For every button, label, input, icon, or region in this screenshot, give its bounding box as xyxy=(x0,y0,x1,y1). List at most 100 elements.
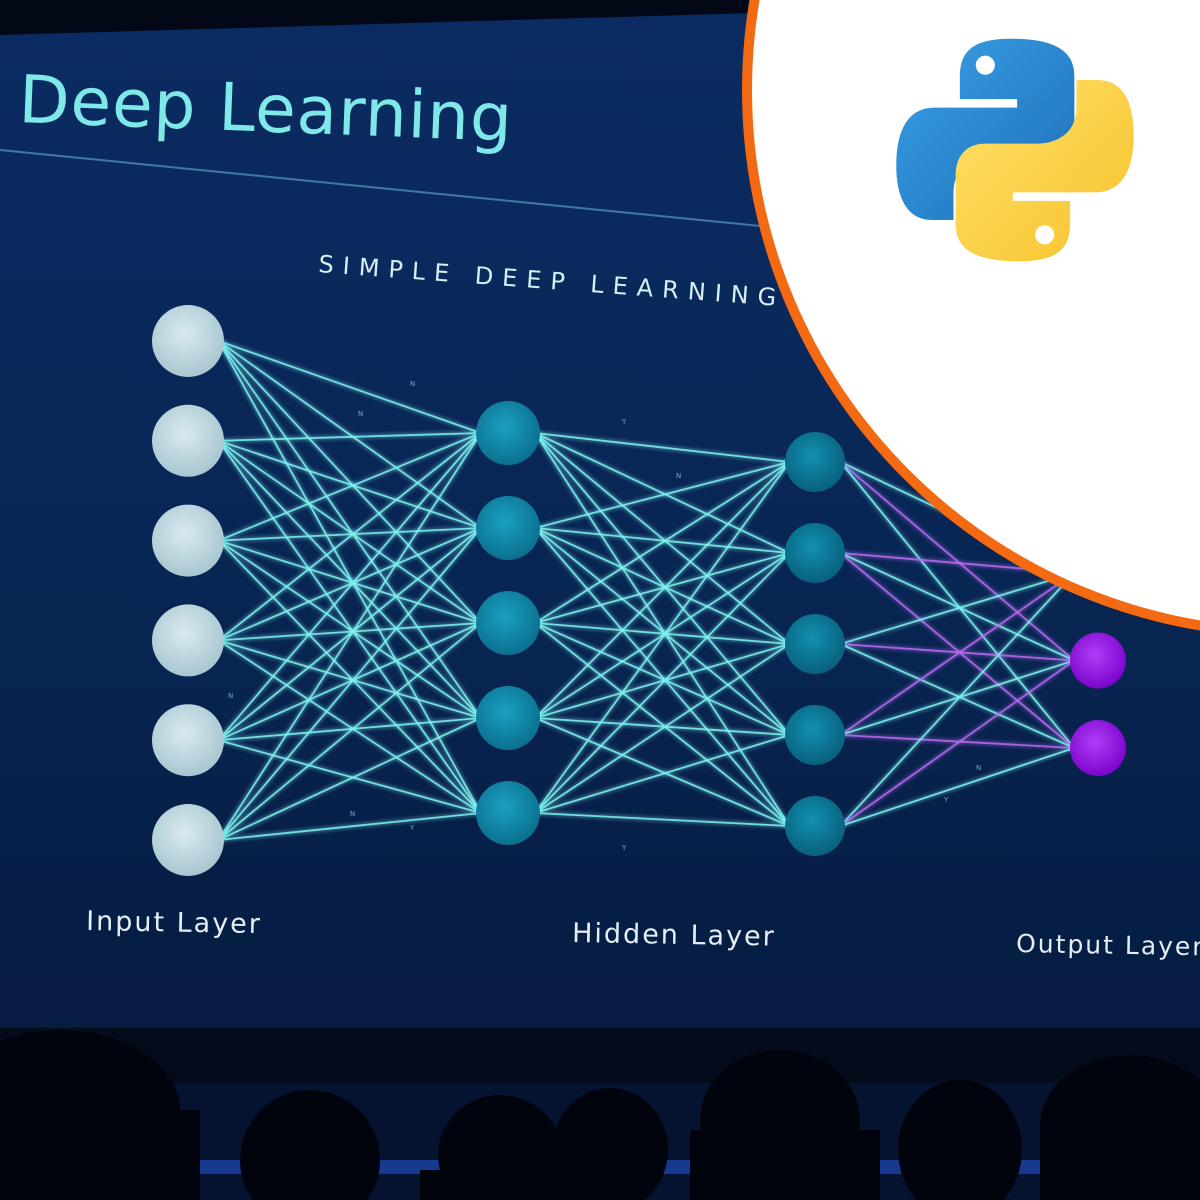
connection-hidden-2-4-to-output-3 xyxy=(840,734,1075,749)
connection-hidden-1-5-to-hidden-2-5 xyxy=(535,812,790,827)
label-output-layer: Output Layer xyxy=(1016,929,1200,961)
svg-text:Y: Y xyxy=(409,824,415,832)
slide-title: Deep Learning xyxy=(17,61,514,157)
connection-hidden-2-4-to-output-1 xyxy=(839,572,1075,736)
connection-hidden-2-5-to-output-2 xyxy=(839,659,1075,827)
node-hidden-2-2 xyxy=(785,523,845,583)
python-logo-icon xyxy=(896,38,1134,262)
connection-hidden-2-5-to-output-3 xyxy=(840,747,1075,827)
connection-input-1-to-hidden-1-5 xyxy=(217,340,482,814)
connection-hidden-1-5-to-hidden-2-3 xyxy=(534,643,790,814)
svg-text:Y: Y xyxy=(621,418,627,426)
connection-input-1-to-hidden-1-2 xyxy=(218,340,482,529)
node-hidden-1-1 xyxy=(476,401,540,465)
connection-input-1-to-hidden-1-4 xyxy=(217,340,482,719)
python-badge xyxy=(742,0,1200,631)
connection-hidden-1-3-to-hidden-2-1 xyxy=(534,461,790,624)
audience-silhouettes xyxy=(0,1030,1200,1200)
connection-input-3-to-hidden-1-3 xyxy=(218,539,482,624)
screen-frame-bottom xyxy=(0,1028,1200,1083)
connection-input-1-to-hidden-1-1 xyxy=(218,340,482,434)
connection-hidden-1-1-to-hidden-2-3 xyxy=(534,432,791,645)
connection-input-6-to-hidden-1-4 xyxy=(218,717,482,841)
connection-input-4-to-hidden-1-3 xyxy=(218,622,481,642)
connection-hidden-1-4-to-hidden-2-3 xyxy=(534,643,790,719)
node-hidden-1-5 xyxy=(476,781,540,845)
connection-input-6-to-hidden-1-1 xyxy=(217,432,482,841)
connection-hidden-1-2-to-hidden-2-1 xyxy=(534,461,790,529)
connection-hidden-1-4-to-hidden-2-4 xyxy=(535,717,790,736)
node-hidden-1-3 xyxy=(476,591,540,655)
node-hidden-1-4 xyxy=(476,686,540,750)
label-hidden-layer: Hidden Layer xyxy=(572,918,776,953)
connection-input-4-to-hidden-1-4 xyxy=(218,639,482,719)
connection-input-3-to-hidden-1-5 xyxy=(217,539,482,814)
node-input-6 xyxy=(152,804,224,876)
node-output-2 xyxy=(1070,632,1126,689)
connection-hidden-2-2-to-output-3 xyxy=(839,552,1075,749)
svg-text:N: N xyxy=(228,692,233,700)
svg-text:Y: Y xyxy=(621,844,627,852)
label-input-layer: Input Layer xyxy=(86,906,262,940)
connection-hidden-1-5-to-hidden-2-2 xyxy=(534,552,791,814)
connection-hidden-2-1-to-output-2 xyxy=(839,461,1075,662)
connection-input-5-to-hidden-1-3 xyxy=(218,622,482,742)
connection-input-2-to-hidden-1-5 xyxy=(217,440,482,814)
svg-text:N: N xyxy=(358,410,363,418)
connection-input-3-to-hidden-1-1 xyxy=(218,432,482,542)
connection-input-4-to-hidden-1-2 xyxy=(218,527,482,642)
node-input-1 xyxy=(152,305,224,377)
svg-text:Y: Y xyxy=(943,796,949,804)
connection-hidden-2-1-to-output-3 xyxy=(839,461,1075,749)
connection-input-1-to-hidden-1-3 xyxy=(217,340,482,624)
connection-input-6-to-hidden-1-5 xyxy=(218,812,481,841)
connection-hidden-1-3-to-hidden-2-4 xyxy=(534,622,790,736)
connection-hidden-1-2-to-hidden-2-2 xyxy=(535,527,790,554)
connection-hidden-1-3-to-hidden-2-3 xyxy=(535,622,790,645)
connection-input-3-to-hidden-1-2 xyxy=(218,527,481,542)
network-nodes xyxy=(152,305,1126,876)
connection-hidden-1-4-to-hidden-2-5 xyxy=(534,717,790,827)
node-hidden-1-2 xyxy=(476,496,540,560)
connection-hidden-1-4-to-hidden-2-1 xyxy=(534,461,791,719)
network-connections xyxy=(217,340,1075,841)
connection-hidden-1-5-to-hidden-2-1 xyxy=(534,461,791,814)
connection-input-3-to-hidden-1-4 xyxy=(218,539,482,719)
connection-input-2-to-hidden-1-1 xyxy=(218,432,481,442)
svg-text:N: N xyxy=(976,764,981,772)
svg-text:N: N xyxy=(676,472,681,480)
node-input-3 xyxy=(152,504,224,577)
connection-input-5-to-hidden-1-4 xyxy=(218,717,481,742)
connection-hidden-2-4-to-output-2 xyxy=(840,659,1075,736)
node-hidden-2-4 xyxy=(785,705,845,765)
node-hidden-2-1 xyxy=(785,432,845,492)
node-hidden-2-3 xyxy=(785,614,845,674)
svg-text:N: N xyxy=(350,810,355,818)
connection-hidden-1-2-to-hidden-2-3 xyxy=(534,527,790,645)
connection-hidden-1-1-to-hidden-2-1 xyxy=(535,432,790,463)
node-input-5 xyxy=(152,704,224,777)
connection-hidden-2-3-to-output-3 xyxy=(840,643,1075,749)
connection-hidden-2-3-to-output-1 xyxy=(840,572,1075,645)
title-underline xyxy=(0,149,781,229)
connection-input-2-to-hidden-1-3 xyxy=(218,440,482,624)
connection-hidden-2-2-to-output-2 xyxy=(840,552,1075,662)
connection-input-5-to-hidden-1-5 xyxy=(218,739,482,814)
connection-hidden-1-3-to-hidden-2-5 xyxy=(534,622,791,827)
svg-text:N: N xyxy=(410,380,415,388)
connection-input-6-to-hidden-1-3 xyxy=(218,622,482,841)
connection-input-2-to-hidden-1-4 xyxy=(217,440,482,719)
connection-hidden-2-5-to-output-1 xyxy=(839,572,1075,827)
connection-hidden-2-3-to-output-2 xyxy=(840,643,1075,662)
connection-hidden-1-4-to-hidden-2-2 xyxy=(534,552,790,719)
node-input-2 xyxy=(152,404,224,477)
connection-input-2-to-hidden-1-2 xyxy=(218,439,482,529)
connection-input-6-to-hidden-1-2 xyxy=(217,527,482,841)
connection-hidden-1-2-to-hidden-2-4 xyxy=(534,527,791,736)
connection-hidden-1-1-to-hidden-2-4 xyxy=(534,432,791,736)
connection-input-4-to-hidden-1-5 xyxy=(218,639,482,814)
connection-input-5-to-hidden-1-1 xyxy=(217,432,482,741)
connection-hidden-1-1-to-hidden-2-2 xyxy=(534,432,790,554)
